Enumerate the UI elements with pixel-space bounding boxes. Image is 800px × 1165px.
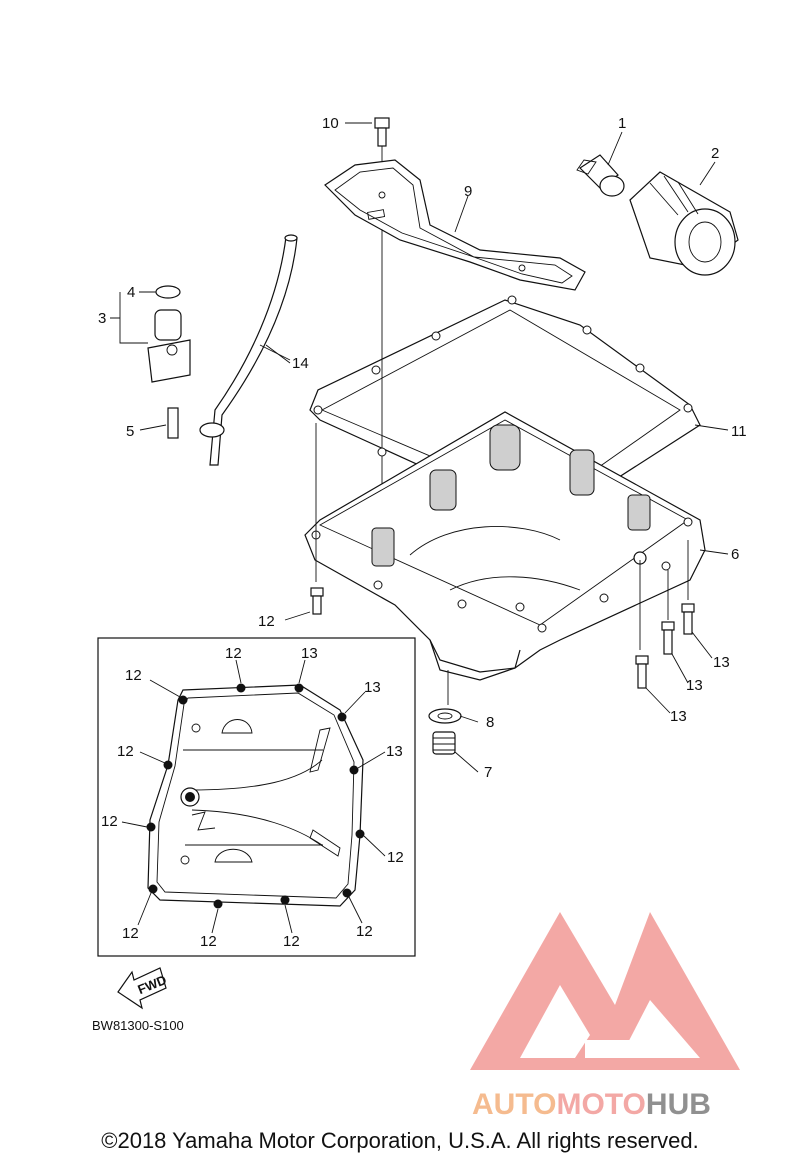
bolt-13-c bbox=[635, 655, 649, 689]
union-bolt-1 bbox=[576, 154, 625, 197]
inset-callout-c: 12 bbox=[225, 645, 242, 662]
callout-1: 1 bbox=[618, 115, 626, 132]
watermark-moto: MOTO bbox=[556, 1088, 645, 1121]
svg-text:AUTOMOTOHUB: AUTOMOTOHUB bbox=[472, 1088, 711, 1121]
callout-13-b: 13 bbox=[686, 677, 703, 694]
callout-7: 7 bbox=[484, 764, 492, 781]
callout-14: 14 bbox=[292, 355, 309, 372]
callout-11: 11 bbox=[731, 423, 747, 440]
oil-filter-2 bbox=[629, 171, 739, 276]
inset-callout-i: 12 bbox=[122, 925, 139, 942]
bolt-12-main bbox=[310, 587, 324, 615]
leader-lines bbox=[110, 122, 729, 773]
dipstick-tube-14 bbox=[199, 234, 298, 466]
diagram-code: BW81300-S100 bbox=[92, 1018, 184, 1033]
callout-13-c: 13 bbox=[670, 708, 687, 725]
alignment-lines bbox=[315, 423, 689, 705]
callout-5: 5 bbox=[126, 423, 134, 440]
inset-callout-b: 13 bbox=[301, 645, 318, 662]
callout-labels: 10 1 2 9 4 3 5 14 11 6 12 13 13 13 8 7 bbox=[98, 115, 747, 781]
inset-callout-l: 12 bbox=[356, 923, 373, 940]
copyright-notice: ©2018 Yamaha Motor Corporation, U.S.A. A… bbox=[101, 1128, 699, 1153]
callout-8: 8 bbox=[486, 714, 494, 731]
drain-plug-7 bbox=[432, 731, 456, 755]
inset-bolt-holes bbox=[146, 683, 365, 909]
oil-level-sensor-3 bbox=[147, 285, 191, 439]
baffle-plate-9 bbox=[324, 159, 586, 291]
forward-arrow-icon: FWD bbox=[117, 967, 169, 1010]
callout-12-main: 12 bbox=[258, 613, 275, 630]
inset-callout-e: 12 bbox=[117, 743, 134, 760]
inset-callout-a: 12 bbox=[125, 667, 142, 684]
inset-callout-labels: 12 12 13 13 12 13 12 12 12 12 12 12 bbox=[101, 645, 404, 950]
inset-callout-k: 12 bbox=[283, 933, 300, 950]
callout-9: 9 bbox=[464, 183, 472, 200]
inset-callout-g: 12 bbox=[101, 813, 118, 830]
inset-callout-d: 13 bbox=[364, 679, 381, 696]
inset-leader-lines bbox=[121, 659, 386, 934]
bolt-13-a bbox=[681, 603, 695, 635]
watermark-auto: AUTO bbox=[472, 1088, 556, 1121]
automotohub-logo: AUTOMOTOHUB bbox=[470, 912, 740, 1121]
inset-callout-j: 12 bbox=[200, 933, 217, 950]
washer-8 bbox=[428, 708, 462, 724]
callout-2: 2 bbox=[711, 145, 719, 162]
bottom-view-inset: 12 12 13 13 12 13 12 12 12 12 12 12 bbox=[97, 637, 416, 957]
callout-13-a: 13 bbox=[713, 654, 730, 671]
inset-callout-h: 12 bbox=[387, 849, 404, 866]
callout-3: 3 bbox=[98, 310, 106, 327]
inset-callout-f: 13 bbox=[386, 743, 403, 760]
bolt-13-b bbox=[661, 621, 675, 655]
callout-4: 4 bbox=[127, 284, 135, 301]
callout-10: 10 bbox=[322, 115, 339, 132]
callout-6: 6 bbox=[731, 546, 739, 563]
watermark-hub: HUB bbox=[646, 1088, 711, 1121]
